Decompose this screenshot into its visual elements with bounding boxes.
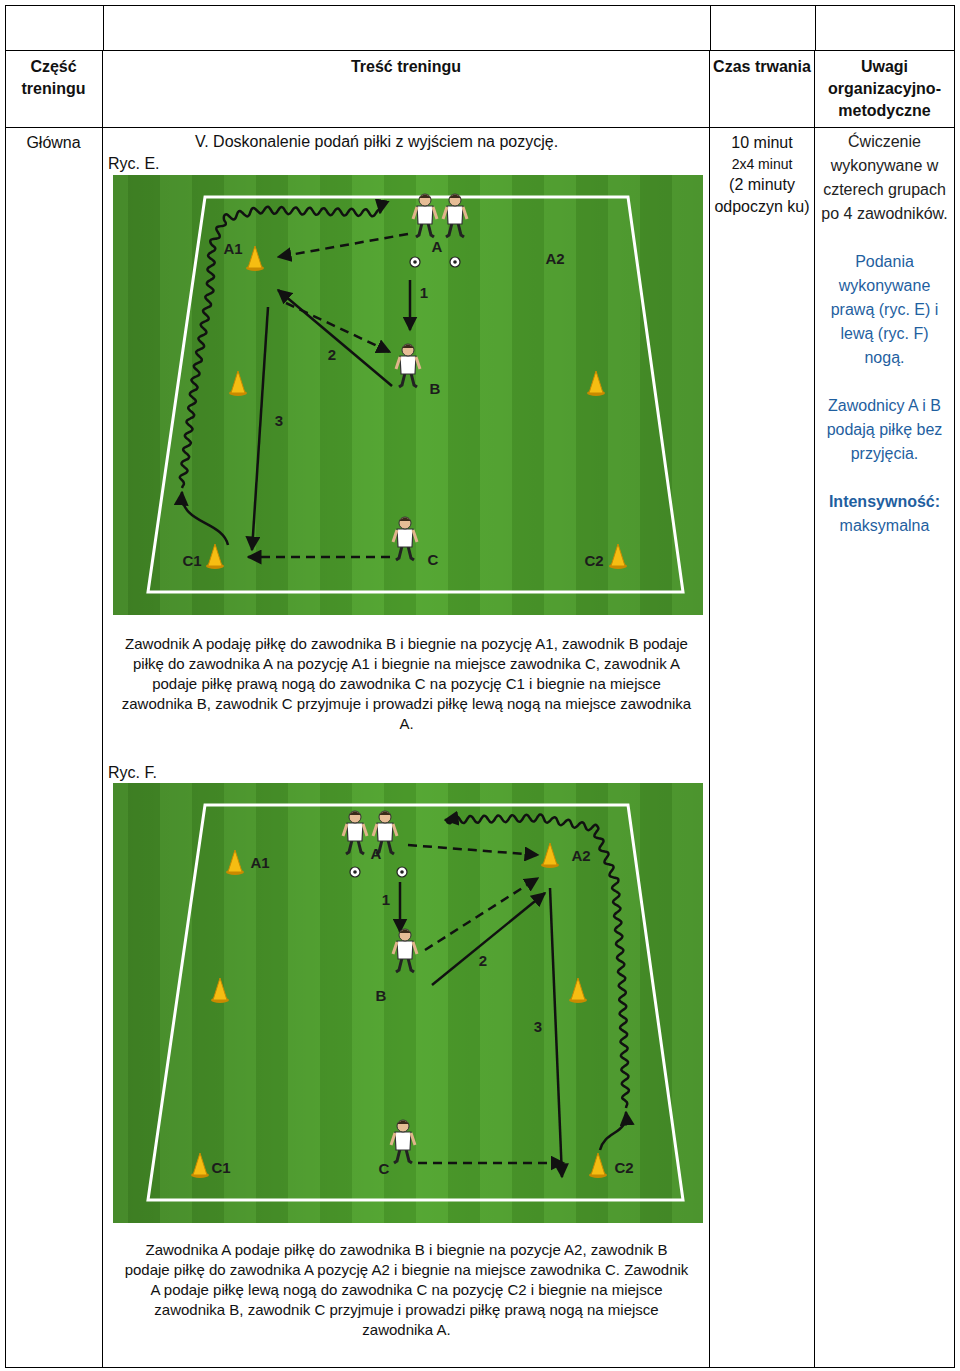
- callout-number: 1: [420, 284, 428, 301]
- callout-number: 1: [382, 891, 390, 908]
- player-label: C: [379, 1160, 390, 1177]
- note-text: Intensywność:: [819, 490, 950, 514]
- position-label: C1: [211, 1159, 230, 1176]
- figure-label: Ryc. E.: [108, 153, 188, 175]
- note-text: Ćwiczenie wykonywane w czterech grupach …: [819, 130, 950, 226]
- note-text: Podania wykonywane prawą (ryc. E) i lewą…: [819, 250, 950, 370]
- note-text: maksymalna: [819, 514, 950, 538]
- header-cell: Uwagi organizacyjno-metodyczne: [815, 50, 955, 128]
- header-cell: Część treningu: [5, 50, 103, 128]
- position-label: C1: [182, 552, 201, 569]
- header-cell: Czas trwania: [710, 50, 815, 128]
- note-text: Zawodnicy A i B podają piłkę bez przyjęc…: [819, 394, 950, 466]
- callout-number: 3: [275, 412, 283, 429]
- section-name: Główna: [9, 132, 98, 154]
- table-rule: [5, 5, 955, 1368]
- callout-number: 2: [479, 952, 487, 969]
- position-label: A2: [545, 250, 564, 267]
- dribble-line: [445, 815, 629, 1108]
- figure-caption: Zawodnika A podaje piłkę do zawodnika B …: [121, 1240, 692, 1340]
- figure-caption: Zawodnik A podaję piłkę do zawodnika B i…: [121, 634, 692, 734]
- callout-number: 2: [328, 346, 336, 363]
- table-cell: V. Doskonalenie podań piłki z wyjściem n…: [103, 128, 710, 1368]
- duration-text: (2 minuty odpoczyn ku): [714, 174, 810, 218]
- pitch-diagram: [113, 783, 703, 1223]
- player-label: B: [376, 987, 387, 1004]
- duration-text: 2x4 minut: [714, 154, 810, 174]
- table-cell: Ćwiczenie wykonywane w czterech grupach …: [815, 128, 955, 1368]
- pitch-diagram: [113, 175, 703, 615]
- table-cell: Główna: [5, 128, 103, 1368]
- player-label: A: [432, 238, 443, 255]
- position-label: A1: [250, 854, 269, 871]
- player-label: B: [430, 380, 441, 397]
- position-label: C2: [584, 552, 603, 569]
- header-cell: Treść treningu: [103, 50, 710, 128]
- position-label: C2: [614, 1159, 633, 1176]
- header-text: Treść treningu: [107, 56, 705, 78]
- header-text: Czas trwania: [712, 56, 812, 78]
- dribble-line: [180, 207, 380, 488]
- callout-number: 3: [534, 1018, 542, 1035]
- player-label: C: [428, 551, 439, 568]
- header-text: Część treningu: [9, 56, 98, 100]
- position-label: A2: [571, 847, 590, 864]
- position-label: A1: [223, 240, 242, 257]
- duration-text: 10 minut: [714, 132, 810, 154]
- player-label: A: [371, 845, 382, 862]
- header-text: Uwagi organizacyjno-metodyczne: [817, 56, 952, 122]
- exercise-title: V. Doskonalenie podań piłki z wyjściem n…: [195, 131, 695, 153]
- figure-label: Ryc. F.: [108, 762, 188, 784]
- table-cell: 10 minut2x4 minut(2 minuty odpoczyn ku): [710, 128, 815, 1368]
